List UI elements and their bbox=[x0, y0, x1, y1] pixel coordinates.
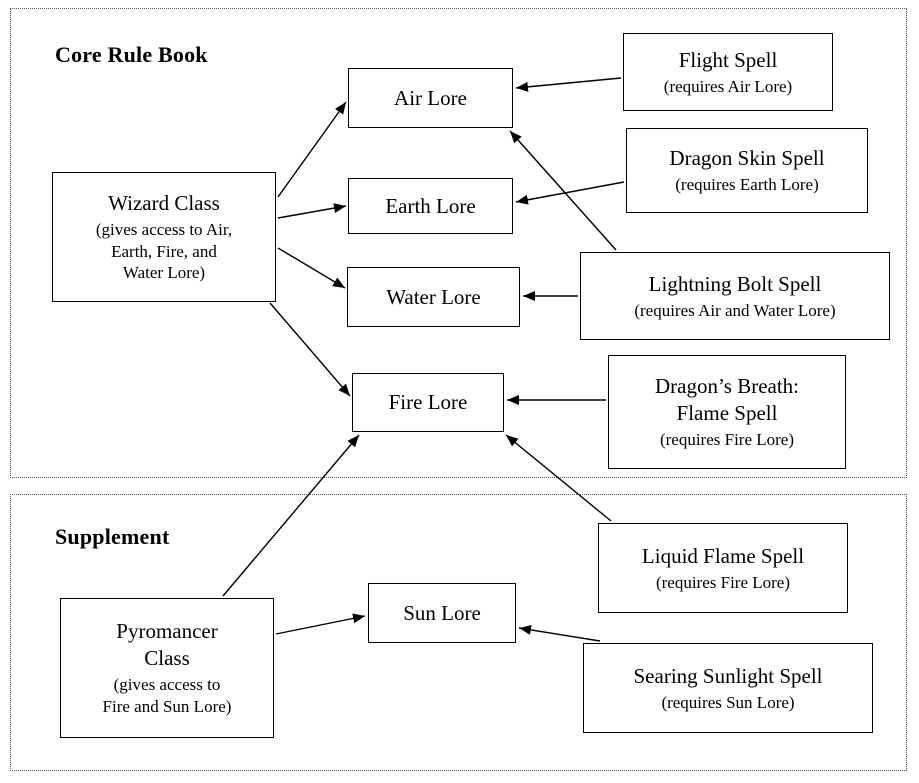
node-wizard-class: Wizard Class (gives access to Air, Earth… bbox=[52, 172, 276, 302]
node-title: Lightning Bolt Spell bbox=[648, 271, 822, 296]
node-title: Dragon Skin Spell bbox=[669, 146, 825, 171]
node-title: Pyromancer Class bbox=[116, 619, 218, 671]
node-lightning-bolt-spell: Lightning Bolt Spell (requires Air and W… bbox=[580, 252, 890, 340]
node-sun-lore: Sun Lore bbox=[368, 583, 516, 643]
node-dragons-breath-flame-spell: Dragon’s Breath: Flame Spell (requires F… bbox=[608, 355, 846, 469]
node-title: Sun Lore bbox=[403, 600, 481, 625]
node-subtitle: (requires Earth Lore) bbox=[675, 175, 819, 195]
node-title: Liquid Flame Spell bbox=[641, 543, 805, 568]
core-rule-book-section bbox=[10, 8, 907, 478]
node-title: Fire Lore bbox=[388, 390, 468, 415]
node-searing-sunlight-spell: Searing Sunlight Spell (requires Sun Lor… bbox=[583, 643, 873, 733]
node-water-lore: Water Lore bbox=[347, 267, 520, 327]
node-title: Wizard Class bbox=[108, 190, 220, 215]
node-title: Air Lore bbox=[394, 85, 467, 110]
node-flight-spell: Flight Spell (requires Air Lore) bbox=[623, 33, 833, 111]
node-subtitle: (requires Air and Water Lore) bbox=[634, 300, 836, 320]
node-subtitle: (requires Air Lore) bbox=[663, 76, 793, 96]
node-subtitle: (gives access to Air, Earth, Fire, and W… bbox=[95, 219, 233, 283]
node-pyromancer-class: Pyromancer Class (gives access to Fire a… bbox=[60, 598, 274, 738]
node-subtitle: (gives access to Fire and Sun Lore) bbox=[102, 675, 232, 716]
node-earth-lore: Earth Lore bbox=[348, 178, 513, 234]
node-title: Water Lore bbox=[386, 284, 481, 309]
node-title: Searing Sunlight Spell bbox=[633, 663, 823, 688]
node-subtitle: (requires Sun Lore) bbox=[661, 692, 795, 712]
supplement-label: Supplement bbox=[55, 524, 170, 549]
node-subtitle: (requires Fire Lore) bbox=[655, 572, 791, 592]
node-dragon-skin-spell: Dragon Skin Spell (requires Earth Lore) bbox=[626, 128, 868, 213]
node-fire-lore: Fire Lore bbox=[352, 373, 504, 432]
node-title: Earth Lore bbox=[385, 193, 476, 218]
node-subtitle: (requires Fire Lore) bbox=[659, 430, 795, 449]
supplement-section bbox=[10, 494, 907, 771]
node-liquid-flame-spell: Liquid Flame Spell (requires Fire Lore) bbox=[598, 523, 848, 613]
node-air-lore: Air Lore bbox=[348, 68, 513, 128]
core-rule-book-label: Core Rule Book bbox=[55, 42, 208, 67]
node-title: Flight Spell bbox=[678, 47, 778, 72]
node-title: Dragon’s Breath: Flame Spell bbox=[654, 374, 800, 426]
